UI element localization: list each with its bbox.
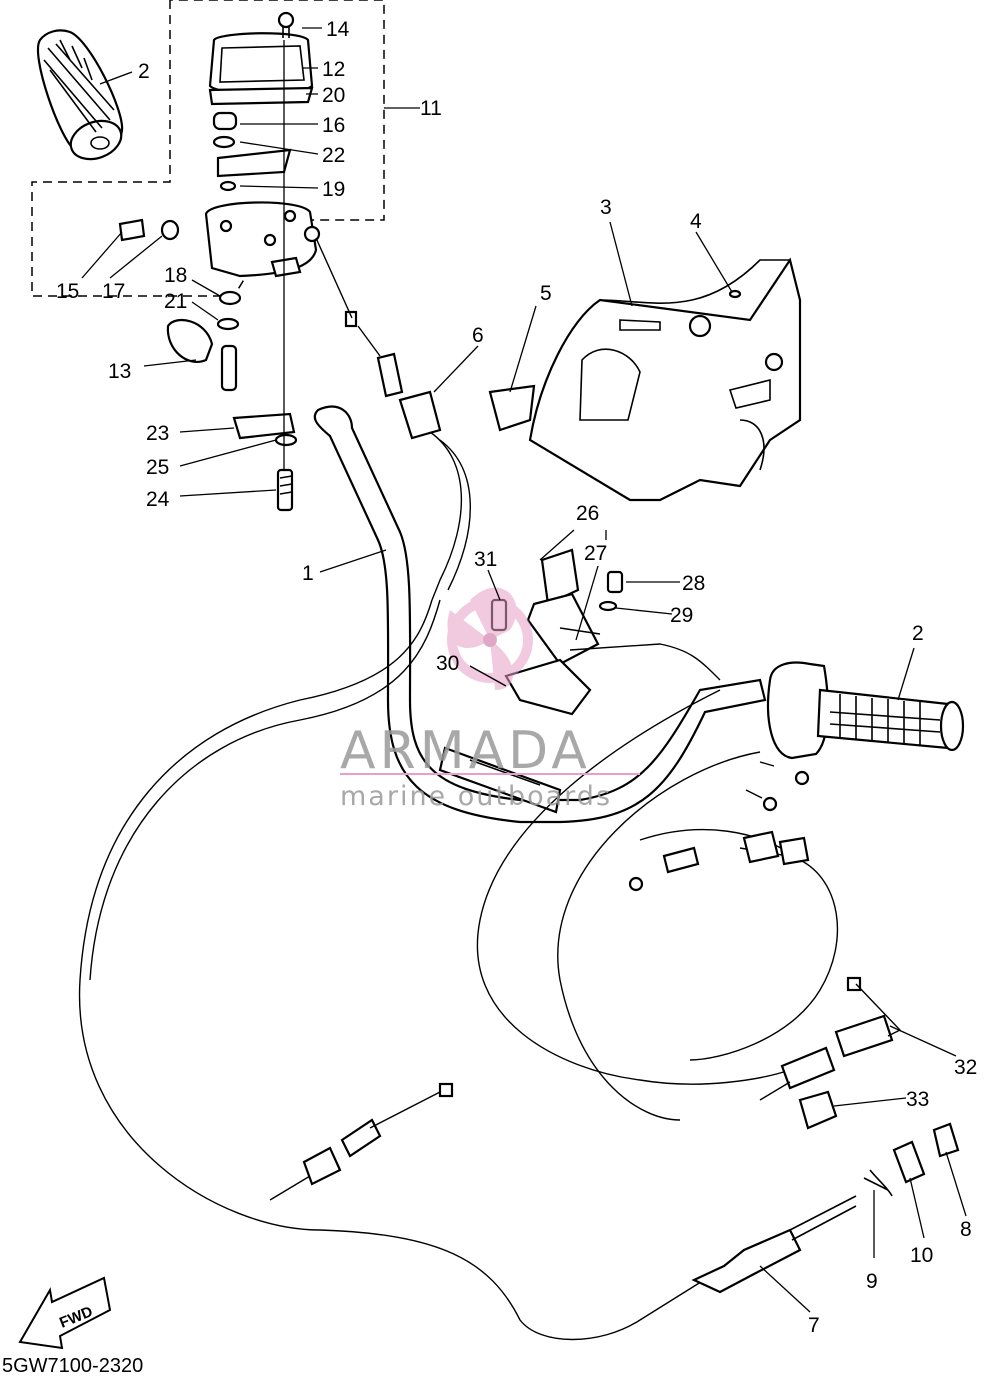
watermark-tagline: marine outboards: [340, 781, 612, 812]
callout-30: 30: [436, 652, 459, 675]
callout-28: 28: [682, 572, 705, 595]
callout-22: 22: [322, 144, 345, 167]
callout-27: 27: [584, 542, 607, 565]
left-grip: [36, 29, 124, 161]
callout-26: 26: [576, 502, 599, 525]
callout-8: 8: [960, 1218, 972, 1241]
callout-2-left: 2: [138, 60, 150, 83]
right-grip: [766, 661, 965, 760]
leader-lines: [81, 27, 967, 1313]
callout-31: 31: [474, 548, 497, 571]
callout-32: 32: [954, 1056, 977, 1079]
watermark-logo-icon: [447, 587, 533, 690]
lens-5: [488, 384, 536, 432]
cable-6: [315, 237, 471, 601]
callout-6: 6: [472, 324, 484, 347]
callout-2-right: 2: [912, 622, 924, 645]
callout-11: 11: [420, 97, 442, 120]
callout-16: 16: [322, 114, 345, 137]
callout-10: 10: [910, 1244, 933, 1267]
callout-33: 33: [906, 1088, 929, 1111]
callout-13: 13: [108, 360, 131, 383]
callout-21: 21: [164, 290, 187, 313]
callout-19: 19: [322, 178, 345, 201]
diagram-code: 5GW7100-2320: [2, 1355, 143, 1377]
callout-labels: 1 2 2 3 4 5 6 7 8 9 10 11 12 13 14 15 16…: [56, 18, 977, 1337]
callout-5: 5: [540, 282, 552, 305]
handlebar: [313, 405, 767, 824]
callout-24: 24: [146, 488, 170, 511]
callout-17: 17: [102, 280, 125, 303]
callout-4: 4: [690, 210, 702, 233]
callout-3: 3: [600, 196, 612, 219]
callout-14: 14: [326, 18, 350, 41]
callout-25: 25: [146, 456, 169, 479]
callout-20: 20: [322, 84, 345, 107]
cables: [78, 599, 839, 1341]
watermark: ARMADA marine outboards: [340, 587, 640, 812]
callout-23: 23: [146, 422, 169, 445]
fwd-arrow-icon: FWD: [18, 1276, 112, 1350]
watermark-brand: ARMADA: [340, 721, 591, 781]
cover-3: [488, 257, 802, 502]
callout-12: 12: [322, 58, 345, 81]
cable-ends: [269, 976, 960, 1294]
callout-1: 1: [302, 562, 314, 585]
callout-18: 18: [164, 264, 187, 287]
switch-housing-parts: [118, 11, 321, 512]
callout-15: 15: [56, 280, 79, 303]
callout-7: 7: [808, 1314, 820, 1337]
callout-29: 29: [670, 604, 693, 627]
switch-26-31: [490, 548, 721, 716]
callout-9: 9: [866, 1270, 878, 1293]
